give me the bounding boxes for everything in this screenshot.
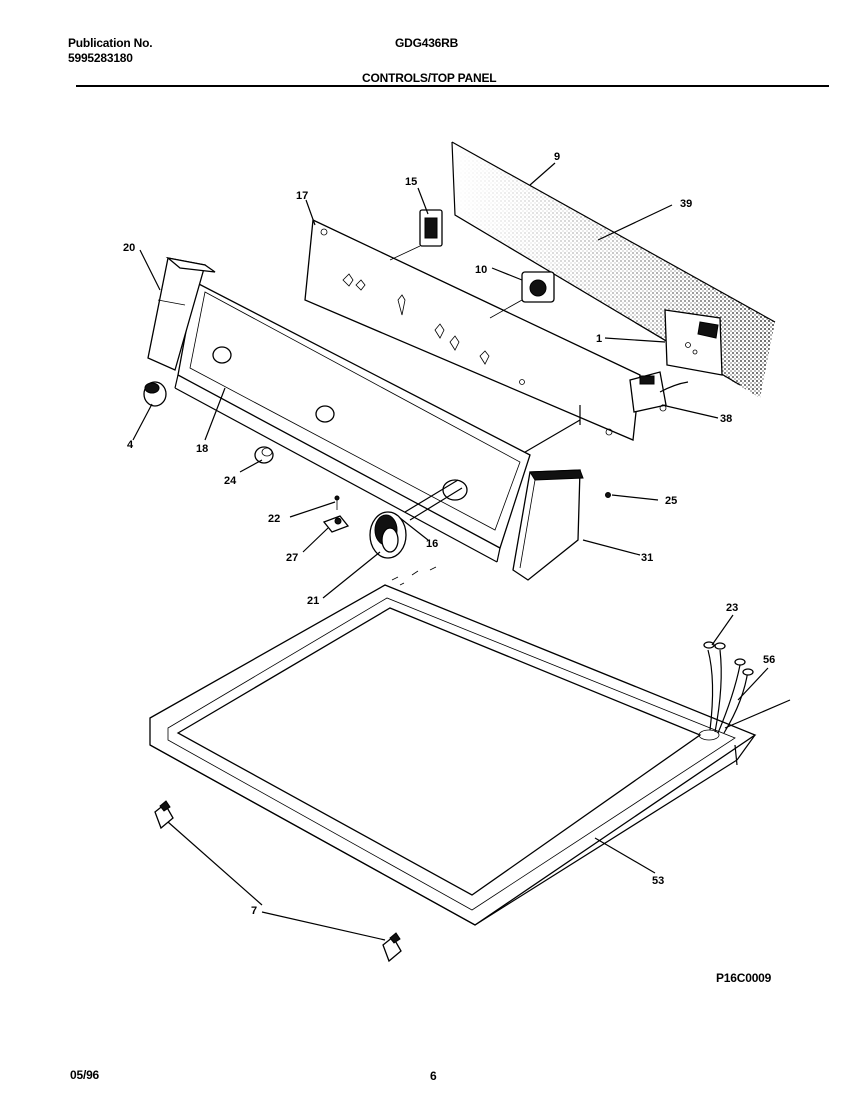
- callout-21: 21: [307, 595, 319, 607]
- callout-23: 23: [726, 602, 738, 614]
- callout-15: 15: [405, 176, 417, 188]
- header-rule: [76, 85, 829, 87]
- callout-labels: 9 39 15 17 20 10 1 38 4 18 24 25 22 27 1…: [123, 151, 775, 917]
- page-number: 6: [430, 1069, 437, 1083]
- knob-part: [143, 381, 167, 407]
- diagram-code: P16C0009: [716, 971, 772, 985]
- push-button-part: [254, 446, 274, 464]
- callout-53: 53: [652, 875, 664, 887]
- callout-39: 39: [680, 198, 692, 210]
- callout-18: 18: [196, 443, 208, 455]
- leader-lines: [132, 162, 769, 941]
- mounting-panel-part: [304, 219, 641, 456]
- timer-part: [664, 309, 723, 376]
- callout-16: 16: [426, 538, 438, 550]
- screw-part: [334, 492, 611, 510]
- callout-10: 10: [475, 264, 487, 276]
- callout-17: 17: [296, 190, 308, 202]
- callout-31: 31: [641, 552, 653, 564]
- switch-part: [389, 209, 443, 261]
- publication-label: Publication No.: [68, 36, 153, 50]
- model-number: GDG436RB: [395, 36, 459, 50]
- publication-number: 5995283180: [68, 51, 133, 65]
- clip-part: [322, 515, 350, 533]
- callout-7: 7: [251, 905, 257, 917]
- right-end-cap-part: [512, 469, 584, 581]
- top-panel-part: [149, 566, 791, 926]
- left-end-cap-part: [147, 256, 216, 371]
- bracket-part: [629, 371, 689, 413]
- wire-harness-part: [703, 641, 754, 734]
- section-title: CONTROLS/TOP PANEL: [362, 71, 497, 85]
- callout-27: 27: [286, 552, 298, 564]
- callout-22: 22: [268, 513, 280, 525]
- callout-38: 38: [720, 413, 732, 425]
- timer-knob-part: [369, 511, 407, 559]
- callout-56: 56: [763, 654, 775, 666]
- callout-25: 25: [665, 495, 677, 507]
- selector-switch-part: [489, 271, 555, 319]
- callout-9: 9: [554, 151, 560, 163]
- footer-date: 05/96: [70, 1068, 100, 1082]
- control-panel-part: [174, 281, 531, 563]
- callout-1: 1: [596, 333, 602, 345]
- callout-24: 24: [224, 475, 237, 487]
- callout-20: 20: [123, 242, 135, 254]
- callout-4: 4: [127, 439, 134, 451]
- hinge-part: [154, 800, 402, 963]
